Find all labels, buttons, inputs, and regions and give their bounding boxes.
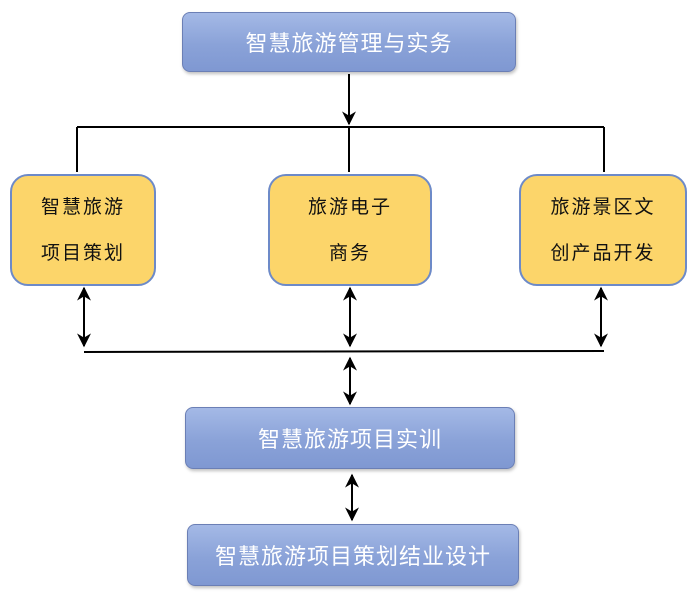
node-e-commerce-line1: 旅游电子	[307, 196, 392, 218]
node-management-practice-label: 智慧旅游管理与实务	[245, 32, 453, 57]
node-e-commerce: 旅游电子 商务	[268, 174, 432, 286]
bottom-bus-line	[83, 350, 605, 353]
node-final-design-label: 智慧旅游项目策划结业设计	[214, 545, 491, 570]
node-cultural-products-line1: 旅游景区文	[550, 196, 656, 218]
node-cultural-products: 旅游景区文 创产品开发	[519, 174, 687, 286]
node-final-design: 智慧旅游项目策划结业设计	[187, 524, 519, 586]
node-project-planning-line1: 智慧旅游	[40, 196, 125, 218]
node-e-commerce-line2: 商务	[328, 242, 371, 264]
node-cultural-products-line2: 创产品开发	[550, 242, 656, 264]
node-project-planning: 智慧旅游 项目策划	[10, 174, 156, 286]
node-project-planning-line2: 项目策划	[40, 242, 125, 264]
node-management-practice: 智慧旅游管理与实务	[182, 12, 516, 72]
node-project-training: 智慧旅游项目实训	[185, 407, 515, 469]
node-project-training-label: 智慧旅游项目实训	[257, 428, 442, 453]
